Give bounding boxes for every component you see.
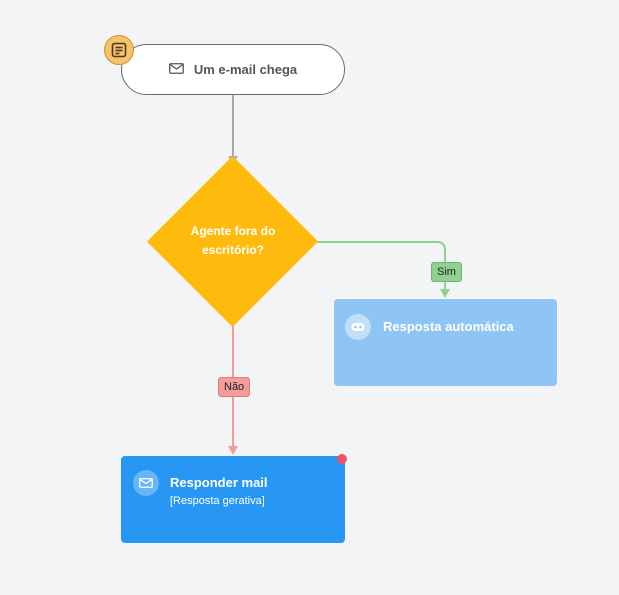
reply-title: Responder mail xyxy=(170,475,268,490)
decision-label: Agente fora do escritório? xyxy=(171,222,295,260)
decision-line-2: escritório? xyxy=(201,243,264,257)
edge-yes-arrowhead xyxy=(440,289,450,298)
branch-label-no: Não xyxy=(218,377,251,397)
decision-line-1: Agente fora do xyxy=(190,224,276,238)
status-dot xyxy=(337,454,347,464)
trigger-node[interactable]: Um e-mail chega xyxy=(121,44,345,95)
branch-label-yes: Sim xyxy=(431,262,462,282)
edge-yes xyxy=(311,241,446,290)
reply-subtitle: [Resposta gerativa] xyxy=(170,495,265,507)
auto-reply-title: Resposta automática xyxy=(383,319,514,334)
bot-icon xyxy=(345,314,371,340)
note-icon xyxy=(104,35,134,65)
mail-icon xyxy=(133,470,159,496)
trigger-label: Um e-mail chega xyxy=(193,62,298,77)
auto-reply-node[interactable]: Resposta automática xyxy=(334,299,557,386)
edge-no-arrowhead xyxy=(228,446,238,455)
mail-icon xyxy=(168,62,184,77)
reply-node[interactable]: Responder mail [Resposta gerativa] xyxy=(121,456,345,543)
